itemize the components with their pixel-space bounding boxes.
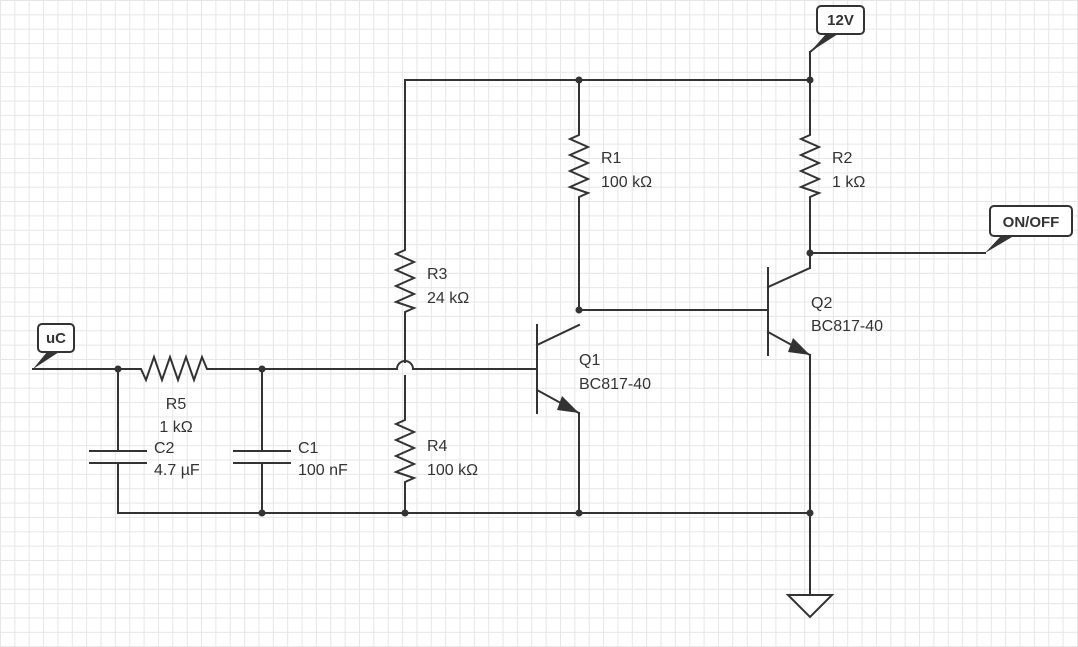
- port-on-off-label: ON/OFF: [1003, 214, 1060, 231]
- resistor-r5[interactable]: R5 1 kΩ: [117, 353, 263, 436]
- ground-icon: [785, 594, 835, 619]
- c1-value: 100 nF: [298, 462, 348, 479]
- r5-value: 1 kΩ: [159, 419, 192, 436]
- port-uc-label: uC: [46, 330, 66, 347]
- c1-ref: C1: [298, 440, 319, 457]
- q2-value: BC817-40: [811, 318, 883, 335]
- resistor-r4[interactable]: R4 100 kΩ: [393, 375, 478, 514]
- r5-ref: R5: [166, 396, 187, 413]
- junction-dots: [114, 76, 814, 517]
- c2-value: 4.7 µF: [154, 462, 200, 479]
- r1-value: 100 kΩ: [601, 174, 652, 191]
- resistor-r1[interactable]: R1 100 kΩ: [567, 79, 652, 311]
- port-12v-label: 12V: [827, 12, 854, 29]
- transistor-q1[interactable]: Q1 BC817-40: [535, 323, 651, 514]
- capacitor-c1[interactable]: C1 100 nF: [233, 368, 348, 514]
- r4-ref: R4: [427, 438, 448, 455]
- q2-ref: Q2: [811, 295, 832, 312]
- r4-value: 100 kΩ: [427, 462, 478, 479]
- r2-value: 1 kΩ: [832, 174, 865, 191]
- port-on-off[interactable]: ON/OFF: [809, 205, 1073, 254]
- r2-ref: R2: [832, 150, 853, 167]
- r1-ref: R1: [601, 150, 622, 167]
- wire-crossover: [395, 360, 415, 371]
- r3-value: 24 kΩ: [427, 290, 469, 307]
- r3-ref: R3: [427, 266, 448, 283]
- port-uc[interactable]: uC: [32, 323, 119, 370]
- port-12v[interactable]: 12V: [808, 5, 865, 54]
- q1-value: BC817-40: [579, 376, 651, 393]
- resistor-r3[interactable]: R3 24 kΩ: [393, 79, 469, 363]
- c2-ref: C2: [154, 440, 175, 457]
- q1-ref: Q1: [579, 352, 600, 369]
- capacitor-c2[interactable]: C2 4.7 µF: [89, 368, 200, 514]
- resistor-r2[interactable]: R2 1 kΩ: [798, 79, 865, 254]
- ground-rail: [117, 512, 811, 596]
- transistor-q2[interactable]: Q2 BC817-40: [766, 252, 883, 514]
- supply-rail: [404, 51, 811, 81]
